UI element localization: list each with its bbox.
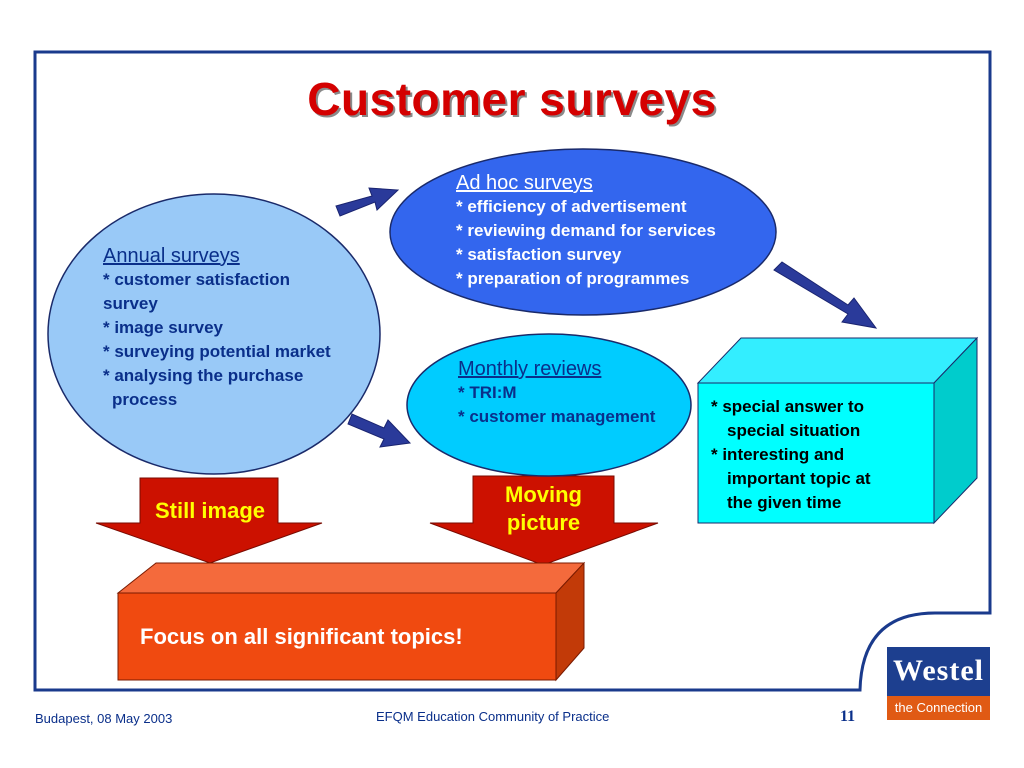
annual-item: survey [103,294,158,313]
special-item: * interesting and [711,445,845,464]
annual-item: * surveying potential market [103,342,331,361]
focus-label: Focus on all significant topics! [140,624,463,649]
annual-surveys-heading: Annual surveys [103,245,240,267]
focus-box-top [116,562,586,594]
annual-surveys-text: Annual surveys * customer satisfaction s… [103,244,331,412]
westel-logo: Westel the Connection [887,647,990,720]
arrow-to-cube [773,261,878,329]
special-item: * special answer to [711,397,865,416]
adhoc-item: * efficiency of advertisement [456,197,687,216]
adhoc-item: * reviewing demand for services [456,221,716,240]
annual-item: * image survey [103,318,224,337]
special-item: important topic at [727,469,871,488]
cube-side [933,336,978,525]
monthly-reviews-text: Monthly reviews * TRI:M * customer manag… [458,357,655,429]
logo-tagline: the Connection [887,696,990,720]
arrow-to-monthly [347,413,412,448]
cube-top [696,337,979,384]
focus-box-side [555,561,585,682]
annual-item: * customer satisfaction [103,270,291,289]
page-number: 11 [840,708,856,725]
monthly-item: * customer management [458,407,656,426]
footer-location-date: Budapest, 08 May 2003 [35,711,173,726]
adhoc-item: * satisfaction survey [456,245,622,264]
logo-brand: Westel [887,647,990,696]
annual-item: * analysing the purchase [103,366,304,385]
adhoc-surveys-heading: Ad hoc surveys [456,172,593,194]
annual-item: process [112,390,178,409]
special-item: special situation [727,421,861,440]
page-title: Customer surveys [307,73,717,125]
moving-picture-line: picture [506,510,581,535]
moving-picture-line: Moving [505,482,582,507]
still-image-label: Still image [154,498,266,523]
adhoc-surveys-text: Ad hoc surveys * efficiency of advertise… [456,171,716,291]
monthly-item: * TRI:M [458,383,517,402]
footer-organization: EFQM Education Community of Practice [376,709,610,724]
special-item: the given time [727,493,842,512]
moving-picture-label: Moving picture [473,481,614,537]
arrow-to-adhoc [335,187,400,217]
adhoc-item: * preparation of programmes [456,269,690,288]
monthly-reviews-heading: Monthly reviews [458,358,602,380]
special-topics-text: * special answer to special situation * … [711,395,871,515]
